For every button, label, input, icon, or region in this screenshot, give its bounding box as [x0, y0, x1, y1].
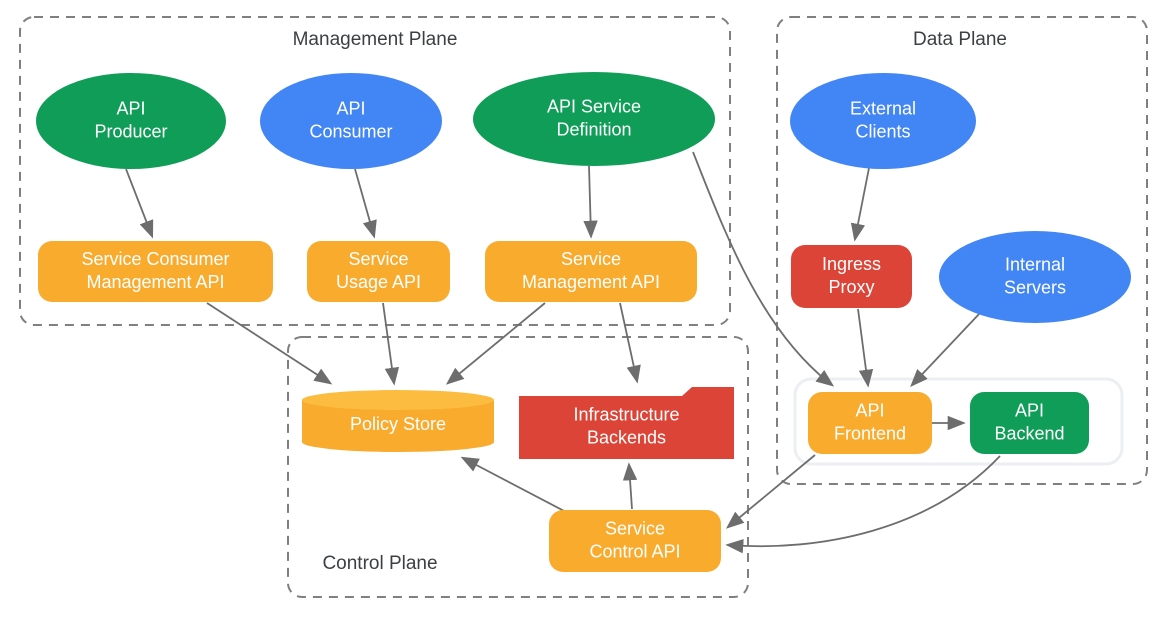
edge-service-control-api-to-infrastructure-backends [622, 462, 638, 510]
node-label-api-service-definition: API Service [547, 96, 641, 116]
group-box-api-runtime-group [793, 377, 1124, 466]
node-label-api-backend: API [1015, 400, 1044, 420]
node-shape-cylinder-top [302, 390, 494, 410]
plane-label-management: Management Plane [293, 29, 458, 50]
node-label-service-management-api: Management API [522, 272, 660, 292]
node-label-infrastructure-backends: Backends [587, 427, 666, 447]
edge-definition-to-management-api [583, 165, 598, 239]
node-shape-ellipse [473, 72, 715, 166]
node-shape-ellipse [790, 73, 976, 169]
node-api-frontend[interactable]: API Frontend [808, 392, 932, 454]
node-policy-store[interactable]: Policy Store [302, 390, 494, 452]
node-shape-rounded-rect [808, 392, 932, 454]
edge-api-backend-to-service-control-api [725, 455, 1001, 554]
node-shape-ellipse [36, 73, 226, 169]
plane-label-data: Data Plane [913, 29, 1007, 50]
node-shape-rounded-rect [549, 510, 721, 572]
node-label-api-frontend: Frontend [834, 423, 906, 443]
plane-boundary-control [287, 336, 749, 598]
edge-consumer-to-usage-api [354, 168, 377, 239]
plane-boundaries [19, 16, 1148, 598]
edge-management-api-to-infrastructure-backends [619, 302, 641, 384]
edge-definition-to-api-frontend [692, 151, 835, 387]
node-label-service-usage-api: Service [348, 249, 408, 269]
node-shape-rounded-rect [791, 245, 912, 308]
node-shape-ellipse [260, 73, 442, 169]
edge-usage-api-to-policy-store [382, 302, 400, 386]
node-shape-rounded-rect [38, 241, 273, 302]
node-shape-folder [519, 387, 734, 459]
plane-boundary-management [19, 16, 731, 326]
node-shape-cylinder-body [302, 400, 494, 452]
edge-service-control-api-to-policy-store [460, 456, 567, 513]
plane-label-control: Control Plane [322, 553, 437, 574]
node-label-api-consumer: API [336, 98, 365, 118]
node-label-internal-servers: Internal [1005, 254, 1065, 274]
node-label-ingress-proxy: Ingress [822, 254, 881, 274]
node-label-external-clients: Clients [855, 121, 910, 141]
edges [125, 151, 1001, 554]
node-label-api-consumer: Consumer [309, 121, 392, 141]
node-label-api-frontend: API [855, 400, 884, 420]
node-label-internal-servers: Servers [1004, 277, 1066, 297]
edge-producer-to-consumer-mgmt-api [125, 168, 154, 239]
node-label-service-control-api: Control API [589, 541, 680, 561]
edge-ingress-proxy-to-api-frontend [857, 308, 874, 388]
node-label-service-control-api: Service [605, 518, 665, 538]
edge-internal-servers-to-api-frontend [910, 312, 981, 387]
node-label-service-usage-api: Usage API [336, 272, 421, 292]
node-label-api-backend: Backend [994, 423, 1064, 443]
edge-external-clients-to-ingress-proxy [850, 167, 870, 242]
node-api-backend[interactable]: API Backend [970, 392, 1089, 454]
plane-boundary-data [776, 16, 1148, 485]
node-label-api-producer: Producer [94, 121, 167, 141]
node-api-producer[interactable]: API Producer [36, 73, 226, 169]
node-api-consumer[interactable]: API Consumer [260, 73, 442, 169]
node-label-policy-store: Policy Store [350, 414, 446, 434]
node-label-service-consumer-management-api: Service Consumer [81, 249, 229, 269]
node-label-infrastructure-backends: Infrastructure [573, 404, 679, 424]
group-boundaries [793, 377, 1124, 466]
edge-consumer-mgmt-api-to-policy-store [206, 302, 333, 385]
edge-api-frontend-to-service-control-api [725, 454, 816, 529]
node-shape-rounded-rect [970, 392, 1089, 454]
node-label-external-clients: External [850, 98, 916, 118]
node-shape-ellipse [939, 231, 1131, 323]
node-label-service-consumer-management-api: Management API [86, 272, 224, 292]
node-label-api-producer: API [116, 98, 145, 118]
edge-management-api-to-policy-store [445, 302, 546, 385]
node-shape-rounded-rect [485, 241, 697, 302]
node-label-service-management-api: Service [561, 249, 621, 269]
node-label-api-service-definition: Definition [556, 119, 631, 139]
node-shape-rounded-rect [307, 241, 450, 302]
node-label-ingress-proxy: Proxy [828, 277, 874, 297]
